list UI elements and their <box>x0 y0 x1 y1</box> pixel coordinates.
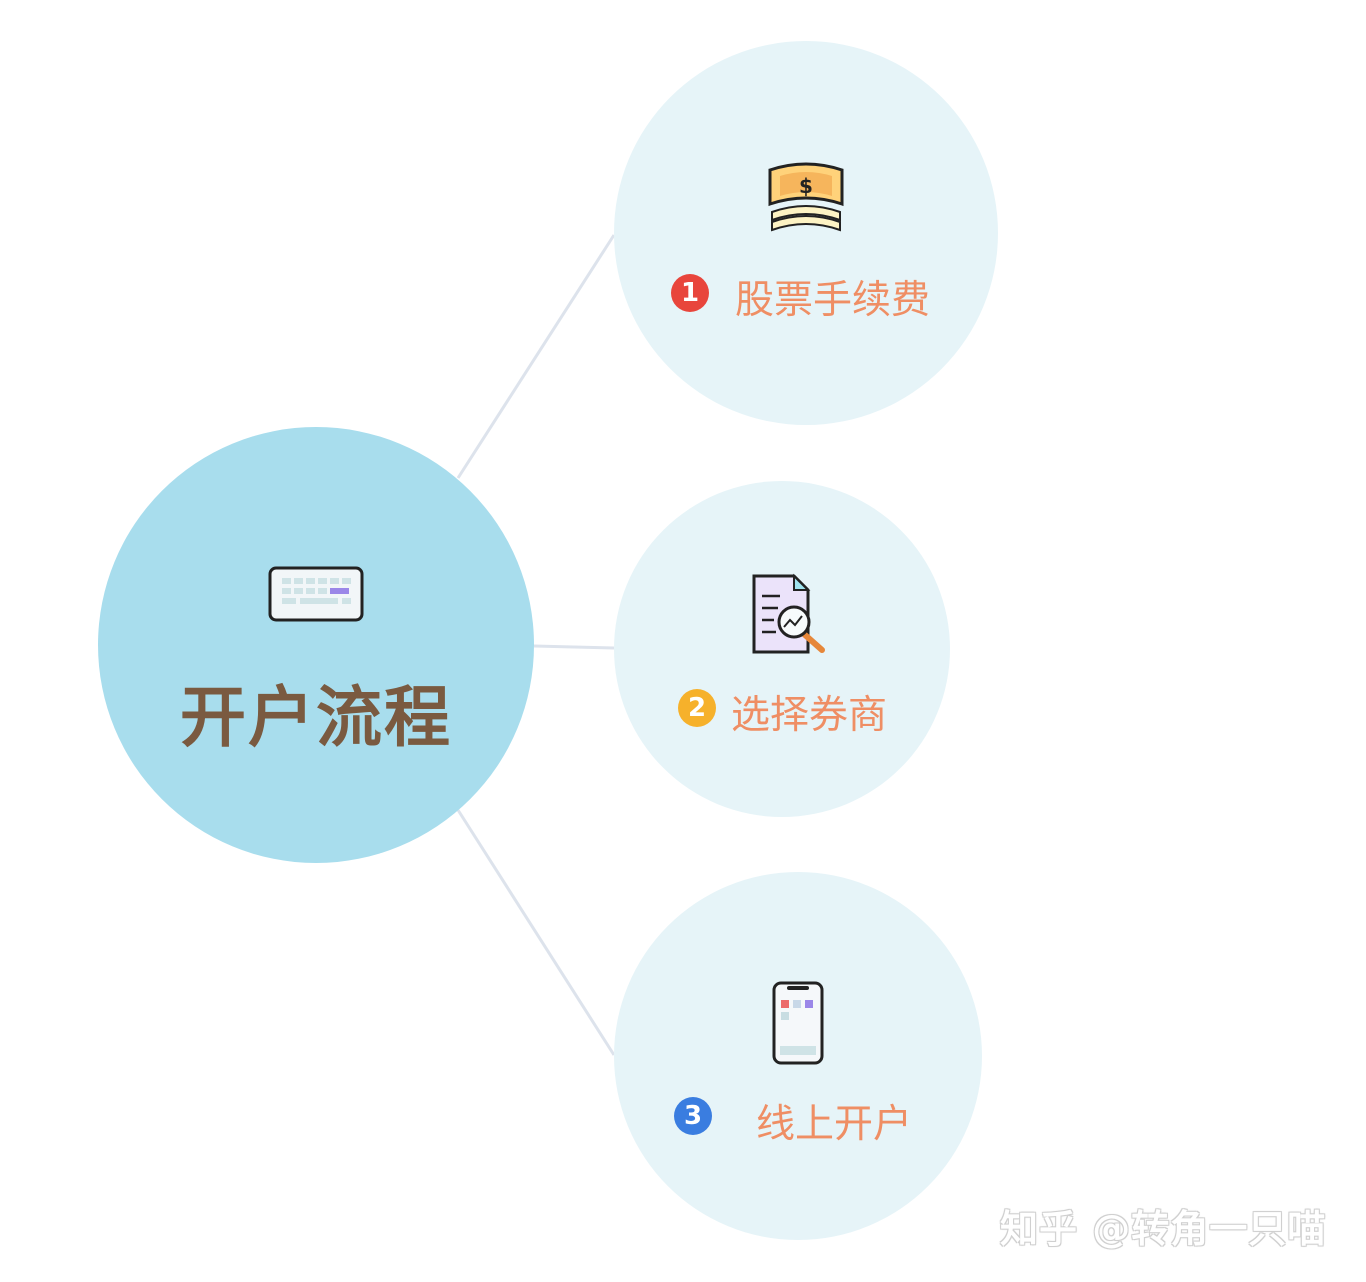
phone-icon <box>772 981 824 1065</box>
keyboard-icon <box>268 566 364 622</box>
step-label-2: 选择券商 <box>731 693 888 738</box>
svg-text:$: $ <box>799 174 813 198</box>
step-badge-2: 2 <box>678 689 716 727</box>
watermark: 知乎 @转角一只喵 <box>1000 1207 1327 1251</box>
step-node-1 <box>614 41 998 425</box>
center-node <box>98 427 534 863</box>
step-label-1: 股票手续费 <box>735 278 931 323</box>
center-title: 开户流程 <box>180 679 452 756</box>
step-label-3: 线上开户 <box>756 1102 913 1147</box>
connector-1 <box>456 234 616 479</box>
document-search-icon <box>752 573 825 654</box>
step-badge-3: 3 <box>674 1097 712 1135</box>
step-badge-1: 1 <box>671 274 709 312</box>
connector-2 <box>533 644 615 650</box>
connector-3 <box>456 809 616 1056</box>
money-icon: $ <box>768 162 844 232</box>
